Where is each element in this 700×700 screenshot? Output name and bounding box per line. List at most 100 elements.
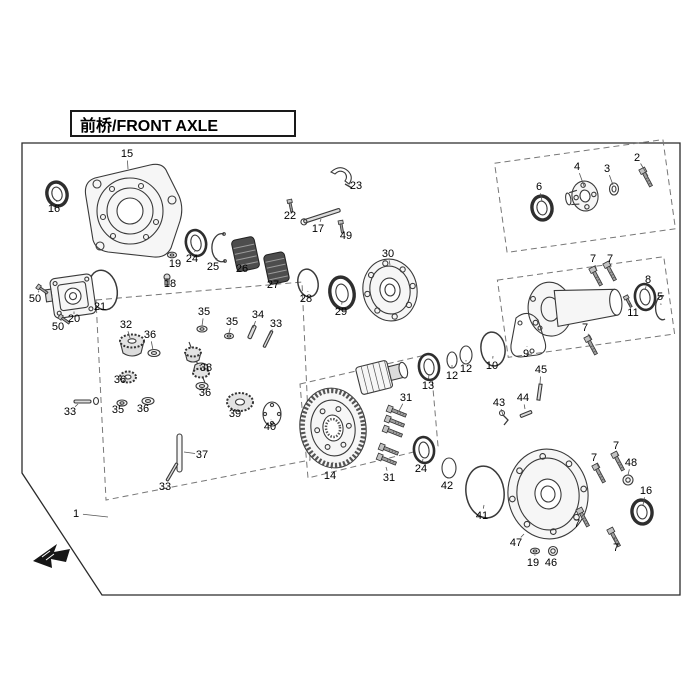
part-38-spider-gears: [184, 341, 210, 384]
callout-leader-35: [228, 328, 231, 334]
part-41-oring: [465, 465, 505, 519]
callout-leader-35: [201, 318, 204, 327]
callout-leader-7: [616, 452, 619, 457]
part-32-bevel-gear: [119, 333, 145, 357]
part-23-shift-fork: [330, 167, 353, 189]
part-6-seal: [530, 194, 554, 222]
part-35-washer: [196, 325, 208, 333]
callout-26: 26: [236, 263, 248, 275]
pinion-shaft: [355, 360, 409, 395]
part-39-gear: [226, 392, 254, 412]
page-title: 前桥/FRONT AXLE: [70, 110, 296, 137]
callout-11: 11: [627, 307, 638, 319]
callout-27: 27: [267, 279, 279, 291]
part-28-oring: [297, 268, 319, 298]
callout-29: 29: [335, 306, 347, 318]
callout-42: 42: [441, 480, 453, 492]
callout-leader-18: [164, 278, 169, 283]
part-20-actuator: [44, 273, 97, 319]
callout-17: 17: [312, 223, 324, 235]
callout-leader-31: [385, 466, 388, 471]
part-19-washer: [166, 251, 178, 259]
callout-13: 13: [422, 380, 434, 392]
part-40-plate: [262, 401, 282, 427]
callout-36: 36: [144, 329, 156, 341]
callout-7: 7: [590, 253, 596, 265]
part-45-pin: [536, 383, 543, 401]
callout-47: 47: [510, 537, 522, 549]
part-35-washer: [223, 332, 235, 340]
part-43-breather: [498, 409, 509, 426]
callout-leader-36: [150, 341, 154, 351]
part-42-oring: [441, 457, 457, 479]
part-3-washer: [608, 182, 620, 196]
callout-16: 16: [640, 485, 652, 497]
callout-leader-15: [127, 160, 129, 170]
callout-3: 3: [604, 163, 610, 175]
part-47-hub-assembly: [507, 448, 589, 540]
callout-leader-16: [642, 497, 645, 506]
callout-32: 32: [120, 319, 132, 331]
callout-10: 10: [486, 360, 498, 372]
part-7-bolt: [610, 450, 627, 473]
callout-4: 4: [574, 161, 580, 173]
callout-9: 9: [523, 348, 529, 360]
part-33-shaft: [73, 396, 100, 406]
part-5-circlip: [654, 295, 666, 321]
callout-7: 7: [574, 518, 580, 530]
part-2-bolt: [638, 166, 655, 189]
group-box-output-hub: [493, 139, 677, 253]
part-17-shift-rod: [300, 208, 341, 226]
callout-36: 36: [114, 374, 126, 386]
callout-43: 43: [493, 397, 505, 409]
part-8-bearing: [633, 282, 657, 312]
callout-7: 7: [613, 542, 619, 554]
callout-44: 44: [517, 392, 529, 404]
callout-21: 21: [94, 301, 106, 313]
callout-leader-2: [640, 163, 649, 177]
part-7-bolt: [591, 462, 608, 485]
callout-41: 41: [476, 510, 488, 522]
callout-leader-41: [482, 504, 485, 509]
callout-leader-47: [520, 533, 525, 538]
callout-leader-38: [199, 365, 202, 367]
callout-31: 31: [383, 472, 395, 484]
part-35-washer: [116, 399, 128, 407]
part-24-bearing: [412, 435, 436, 465]
callout-leader-37: [183, 451, 196, 454]
callout-leader-23: [346, 182, 350, 185]
callout-leader-7: [596, 463, 600, 469]
callout-12: 12: [460, 363, 472, 375]
part-31-bolts: [375, 442, 400, 467]
part-9-gasket: [510, 312, 547, 358]
callout-leader-50: [37, 290, 40, 293]
callout-24: 24: [186, 253, 198, 265]
part-44-pin: [519, 410, 533, 418]
callout-18: 18: [164, 278, 176, 290]
part-36-washer: [195, 381, 209, 391]
callout-8: 8: [645, 274, 651, 286]
callout-leader-4: [578, 172, 585, 187]
callout-50: 50: [29, 293, 41, 305]
part-15-housing: [84, 163, 183, 258]
group-box-differential-internals: [95, 281, 311, 501]
callout-40: 40: [264, 421, 276, 433]
callout-48: 48: [625, 457, 637, 469]
part-36-washer: [147, 348, 161, 358]
part-25-snap-ring: [211, 232, 227, 263]
part-19-washer: [529, 547, 541, 555]
part-30-diff-case: [362, 258, 418, 322]
part-13-bearing: [417, 352, 441, 382]
callout-leader-7: [613, 536, 616, 541]
callout-22: 22: [284, 210, 296, 222]
callout-5: 5: [657, 291, 663, 303]
part-7-bolt: [583, 334, 600, 357]
part-36-washer: [141, 396, 155, 406]
callout-7: 7: [607, 253, 613, 265]
part-16-seal: [45, 180, 69, 208]
part-46-nut: [547, 545, 559, 557]
callout-50: 50: [52, 321, 64, 333]
part-4-coupling-flange: [565, 180, 599, 212]
callout-leader-3: [609, 174, 614, 186]
